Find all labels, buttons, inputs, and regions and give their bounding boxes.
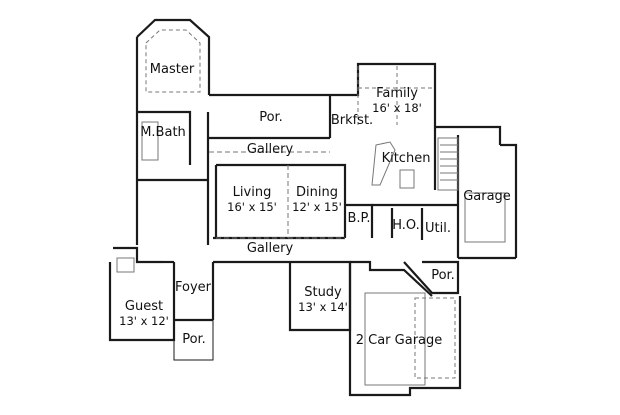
room-label-kitchen: Kitchen (382, 152, 431, 166)
room-dimensions: 13' x 12' (119, 314, 169, 328)
room-label-brkfst: Brkfst. (331, 114, 373, 128)
room-label-bp: B.P. (348, 212, 371, 226)
room-label-garage: Garage (463, 190, 511, 204)
room-name: H.O. (392, 218, 420, 233)
room-name: Guest (124, 299, 164, 314)
room-name: Master (149, 62, 195, 77)
room-label-gallery-upper: Gallery (247, 143, 293, 157)
room-name: Util. (425, 221, 451, 236)
room-name: Foyer (174, 280, 212, 295)
room-label-util: Util. (425, 222, 451, 236)
room-dimensions: 12' x 15' (292, 200, 342, 214)
room-name: Por. (182, 332, 206, 347)
room-name: Por. (431, 268, 455, 283)
room-label-porch-rear: Por. (259, 111, 283, 125)
room-name: Family (376, 86, 418, 101)
room-label-foyer: Foyer (175, 281, 211, 295)
room-label-ho: H.O. (392, 219, 420, 233)
room-name: Living (232, 185, 272, 200)
room-name: Brkfst. (330, 113, 374, 128)
room-label-m-bath: M.Bath (140, 126, 186, 140)
room-name: 2 Car Garage (355, 333, 443, 348)
room-name: Dining (296, 185, 338, 200)
room-label-master: Master (150, 63, 194, 77)
room-label-gallery-lower: Gallery (247, 242, 293, 256)
room-name: B.P. (347, 211, 371, 226)
room-dimensions: 16' x 18' (372, 101, 422, 115)
room-name: Gallery (246, 142, 294, 157)
room-name: Garage (463, 189, 511, 204)
room-name: Kitchen (381, 151, 431, 166)
room-name: Gallery (246, 241, 294, 256)
room-name: M.Bath (140, 125, 186, 140)
room-label-porch-side: Por. (431, 269, 455, 283)
room-dimensions: 13' x 14' (298, 300, 348, 314)
room-name: Por. (259, 110, 283, 125)
room-label-two-car-garage: 2 Car Garage (356, 334, 443, 348)
room-name: Study (304, 285, 342, 300)
room-label-porch-front: Por. (182, 333, 206, 347)
room-dimensions: 16' x 15' (227, 200, 277, 214)
